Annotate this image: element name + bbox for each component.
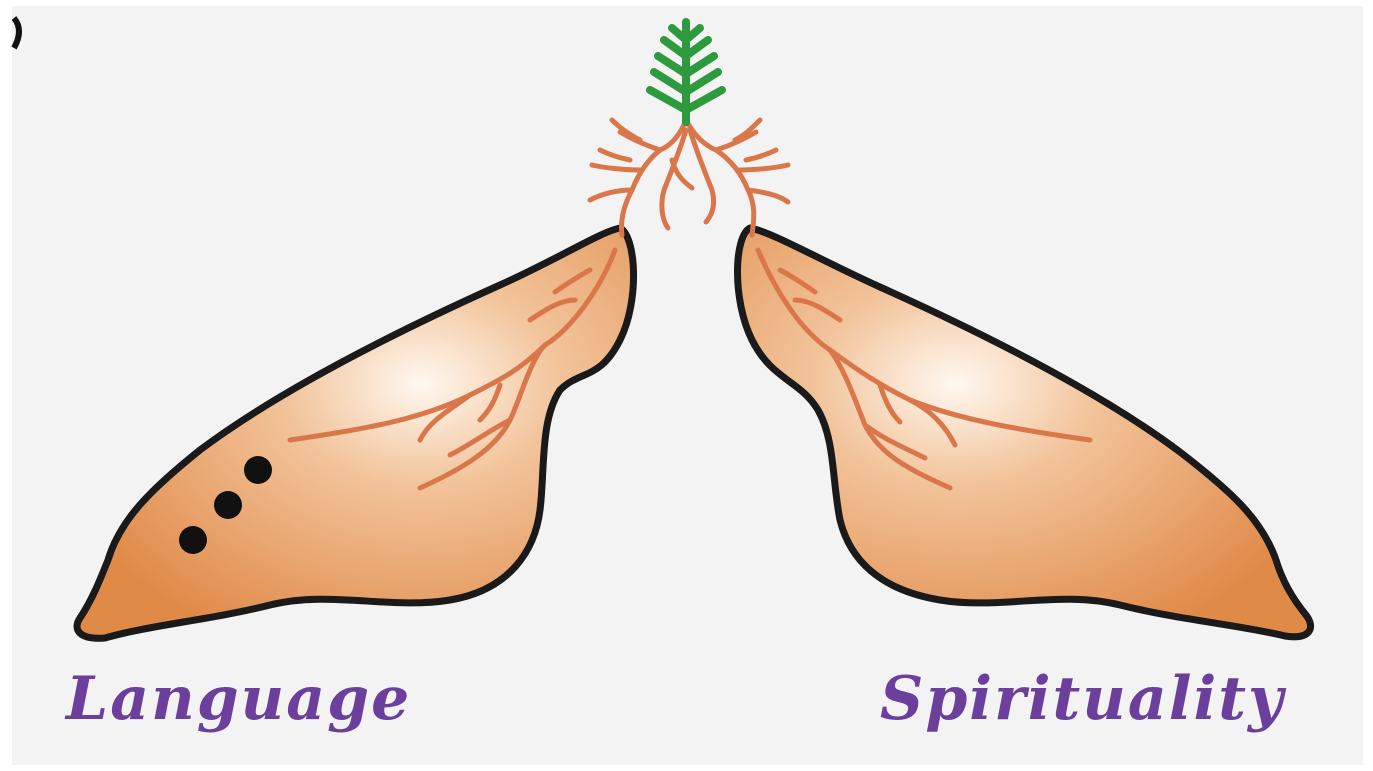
left-lobe	[77, 228, 634, 638]
plant-sprout-icon	[650, 22, 722, 122]
left-lobe-shape	[77, 228, 634, 638]
dot	[179, 526, 207, 554]
label-language: Language	[66, 664, 411, 734]
label-spirituality: Spirituality	[880, 664, 1285, 734]
root-branches-icon	[590, 120, 788, 235]
dot	[244, 456, 272, 484]
right-lobe-shape	[738, 228, 1311, 637]
right-lobe	[738, 228, 1311, 637]
dot	[214, 491, 242, 519]
corner-mark	[14, 18, 19, 48]
